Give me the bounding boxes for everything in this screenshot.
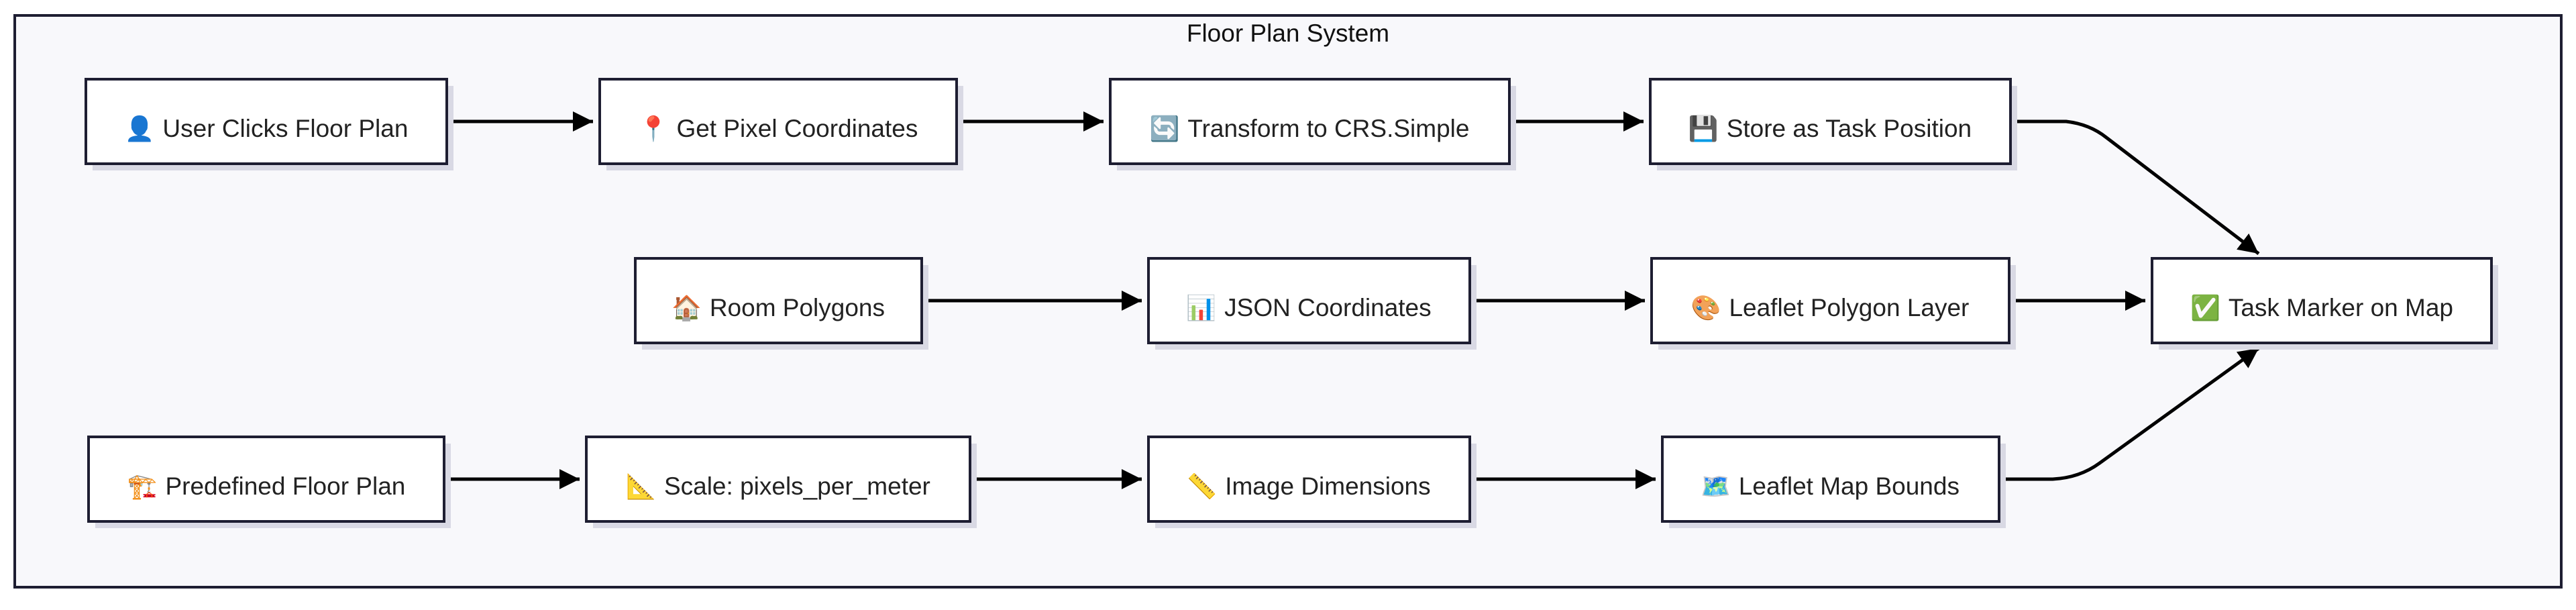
svg-text:✅Task Marker on Map: ✅ Task Marker on Map [2190,294,2453,322]
node-label: JSON Coordinates [1224,294,1431,321]
svg-text:📐Scale: pixels_per_meter: 📐 Scale: pixels_per_meter [626,472,930,501]
node-label: Get Pixel Coordinates [676,115,918,142]
svg-text:📍Get Pixel Coordinates: 📍 Get Pixel Coordinates [639,115,918,143]
node-label: Store as Task Position [1727,115,1972,142]
node-label: Predefined Floor Plan [165,472,405,500]
svg-text:👤User Clicks Floor Plan: 👤 User Clicks Floor Plan [125,115,409,143]
bar-chart-icon: 📊 [1186,294,1216,322]
edge-store-to-task-marker [2010,119,2260,255]
node-leaflet-map-bounds[interactable]: 🗺️ Leaflet Map Bounds [1661,436,2006,528]
palette-icon: 🎨 [1691,293,1721,322]
node-json-coordinates[interactable]: 📊 JSON Coordinates [1147,257,1477,350]
map-icon: 🗺️ [1701,473,1731,501]
svg-text:🔄Transform to CRS.Simple: 🔄 Transform to CRS.Simple [1150,115,1470,143]
node-user-clicks-floor-plan[interactable]: 👤 User Clicks Floor Plan [85,78,453,170]
edge-leaflet-bounds-to-task-marker [1999,346,2260,481]
node-label: Leaflet Polygon Layer [1729,294,1969,321]
edges-layer [444,111,2260,489]
node-label: Task Marker on Map [2229,294,2453,321]
svg-text:🏗️Predefined Floor Plan: 🏗️Predefined Floor Plan [127,472,406,501]
node-task-marker-on-map[interactable]: ✅ Task Marker on Map [2151,257,2498,350]
node-scale-pixels-per-meter[interactable]: 📐 Scale: pixels_per_meter [585,436,977,528]
svg-text:📏Image Dimensions: 📏 Image Dimensions [1187,472,1430,501]
svg-text:🎨Leaflet Polygon Layer: 🎨 Leaflet Polygon Layer [1691,293,1970,322]
node-leaflet-polygon-layer[interactable]: 🎨 Leaflet Polygon Layer [1650,257,2016,350]
refresh-icon: 🔄 [1150,115,1180,143]
node-store-as-task-position[interactable]: 💾 Store as Task Position [1649,78,2017,170]
node-transform-to-crs-simple[interactable]: 🔄 Transform to CRS.Simple [1109,78,1516,170]
ruler-icon: 📏 [1187,472,1217,501]
pin-icon: 📍 [639,115,669,143]
node-image-dimensions[interactable]: 📏 Image Dimensions [1147,436,1477,528]
floppy-disk-icon: 💾 [1688,115,1719,143]
node-label: Scale: pixels_per_meter [664,472,930,500]
svg-text:🗺️Leaflet Map Bounds: 🗺️ Leaflet Map Bounds [1701,472,1960,501]
node-label: Image Dimensions [1225,472,1430,500]
triangle-ruler-icon: 📐 [626,472,656,501]
user-icon: 👤 [125,115,155,143]
cluster-title: Floor Plan System [1187,19,1389,47]
node-predefined-floor-plan[interactable]: 🏗️Predefined Floor Plan [87,436,451,528]
crane-icon: 🏗️ [127,473,158,501]
node-label: User Clicks Floor Plan [162,115,408,142]
node-get-pixel-coordinates[interactable]: 📍 Get Pixel Coordinates [598,78,963,170]
house-icon: 🏠 [672,295,702,322]
nodes-layer: 👤 User Clicks Floor Plan 📍 Get Pixel Coord… [85,78,2498,528]
svg-text:💾Store as Task Position: 💾 Store as Task Position [1688,115,1972,143]
node-room-polygons[interactable]: 🏠 Room Polygons [634,257,928,350]
node-label: Transform to CRS.Simple [1187,115,1469,142]
svg-text:🏠Room Polygons: 🏠 Room Polygons [672,294,885,322]
node-label: Leaflet Map Bounds [1739,472,1960,500]
check-mark-icon: ✅ [2190,294,2220,322]
svg-text:📊JSON Coordinates: 📊 JSON Coordinates [1186,294,1431,322]
node-label: Room Polygons [710,294,885,321]
